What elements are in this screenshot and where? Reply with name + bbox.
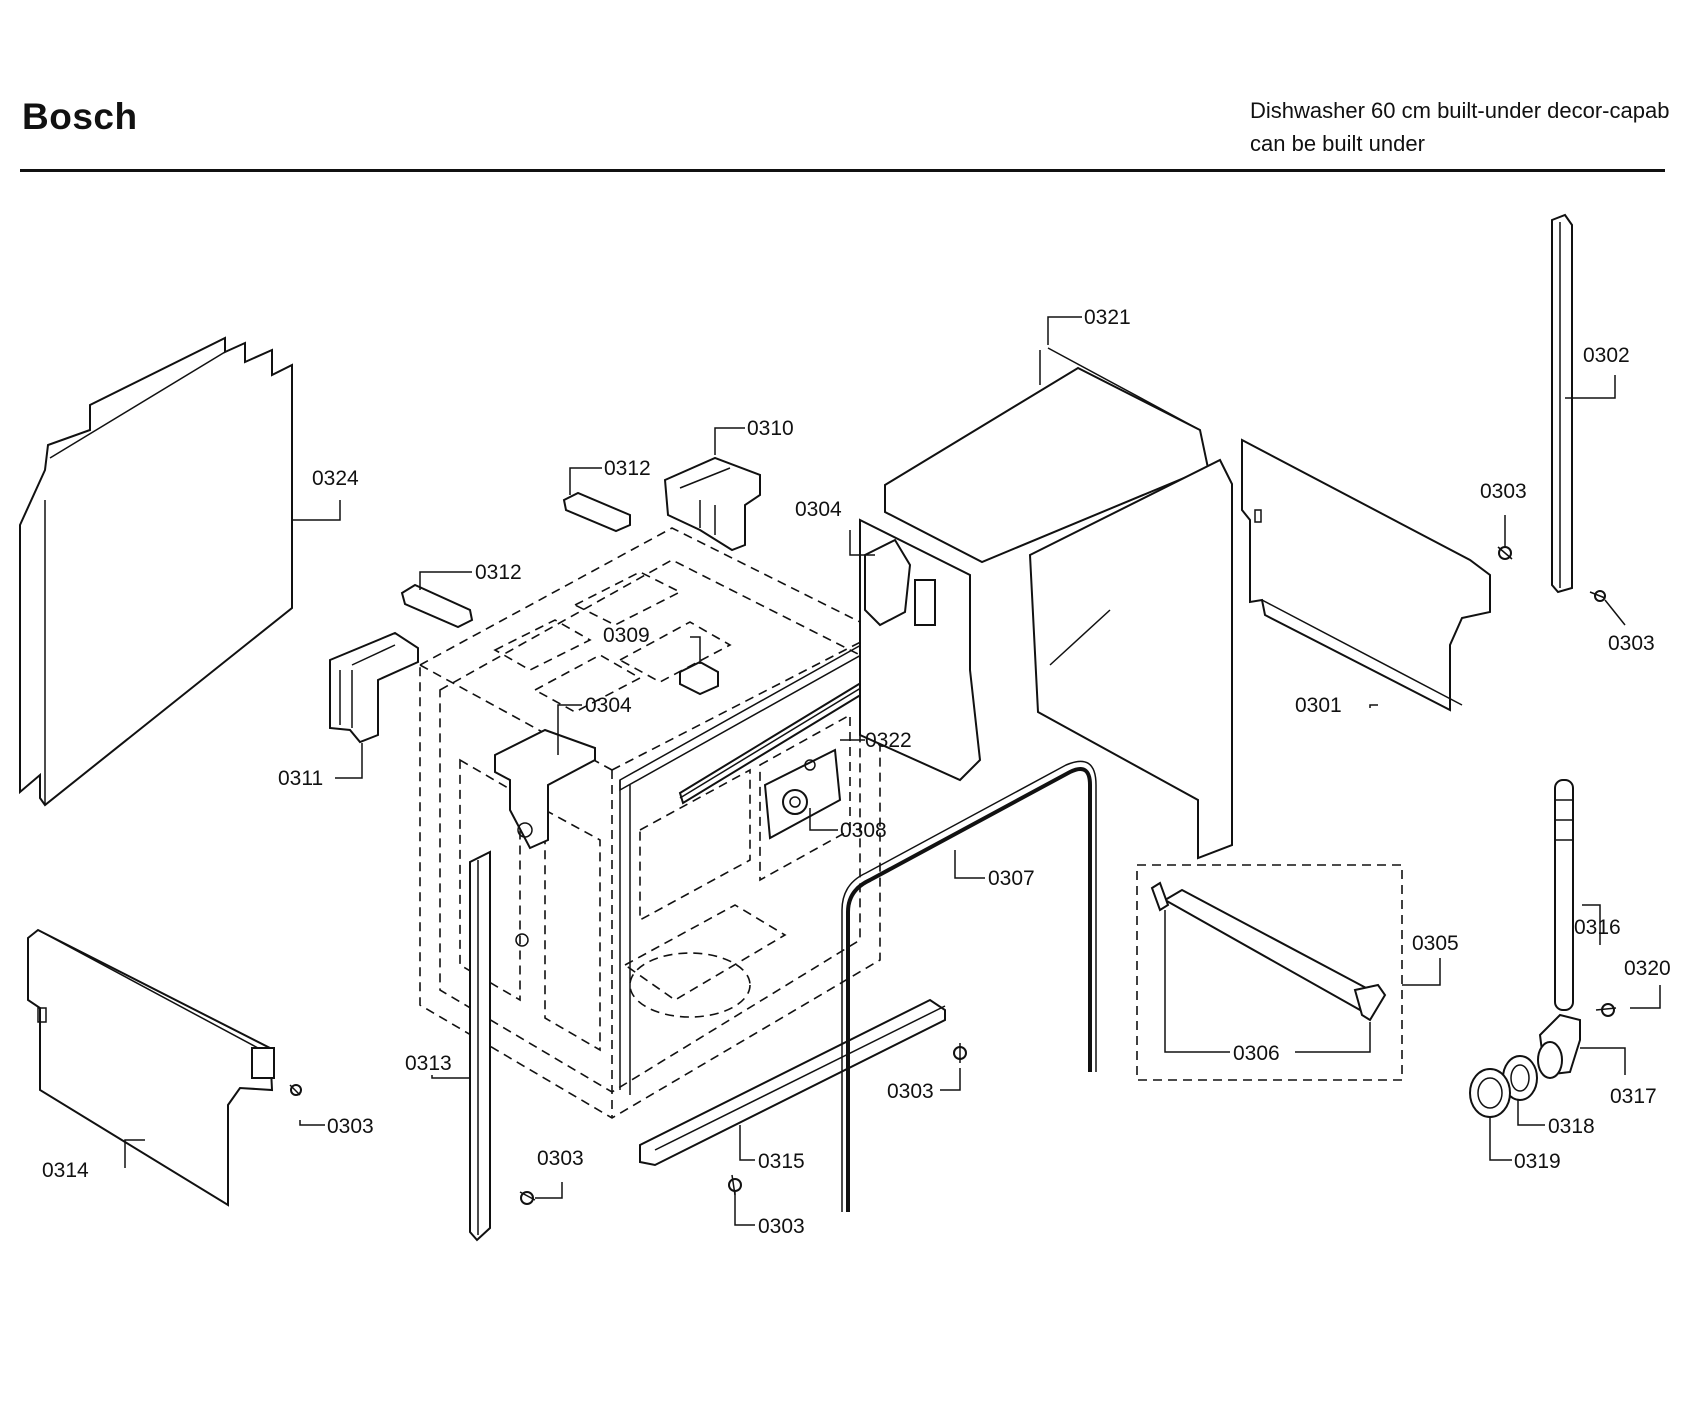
label-0308: 0308 bbox=[840, 819, 887, 842]
part-0311-connector bbox=[329, 631, 419, 744]
label-0302: 0302 bbox=[1583, 344, 1630, 367]
screw-0303-c bbox=[953, 1043, 967, 1063]
part-0304-bracket-rear bbox=[859, 518, 982, 782]
part-0324-side-panel bbox=[19, 336, 293, 807]
label-0307: 0307 bbox=[988, 867, 1035, 890]
label-0303-a: 0303 bbox=[1480, 480, 1527, 503]
label-0321: 0321 bbox=[1084, 306, 1131, 329]
label-0303-d: 0303 bbox=[537, 1147, 584, 1170]
screw-0320 bbox=[1595, 1003, 1617, 1017]
label-0303-c: 0303 bbox=[887, 1080, 934, 1103]
screw-0303-a bbox=[1497, 546, 1513, 560]
screw-0303-d bbox=[519, 1191, 536, 1205]
label-0320: 0320 bbox=[1624, 957, 1671, 980]
part-0304-bracket-front bbox=[494, 728, 596, 947]
part-0314-lower-panel bbox=[27, 928, 275, 1207]
label-0322: 0322 bbox=[865, 729, 912, 752]
part-0316-hose bbox=[1554, 779, 1574, 1011]
part-0306-bar bbox=[1150, 881, 1387, 1022]
part-0312-clip-upper bbox=[562, 491, 631, 533]
label-0303-g: 0303 bbox=[758, 1215, 805, 1238]
header-divider bbox=[20, 169, 1665, 172]
part-0308-plate bbox=[763, 748, 842, 840]
label-0305: 0305 bbox=[1412, 932, 1459, 955]
part-0319-cap bbox=[1469, 1068, 1511, 1118]
label-0303-b: 0303 bbox=[1608, 632, 1655, 655]
label-0324: 0324 bbox=[312, 467, 359, 490]
label-0306: 0306 bbox=[1233, 1042, 1280, 1065]
label-0312-upper: 0312 bbox=[604, 457, 651, 480]
screw-0303-f bbox=[289, 1084, 302, 1096]
screw-0303-b bbox=[1589, 590, 1606, 602]
label-0311: 0311 bbox=[278, 767, 323, 790]
part-0318-ring bbox=[1502, 1055, 1538, 1101]
label-0318: 0318 bbox=[1548, 1115, 1595, 1138]
label-0317: 0317 bbox=[1610, 1085, 1657, 1108]
model-description: Dishwasher 60 cm built-under decor-capab bbox=[1250, 98, 1670, 123]
part-labels: 0321 0302 0310 0312 0324 0303 0304 0312 … bbox=[42, 306, 1671, 1238]
label-0316: 0316 bbox=[1574, 916, 1621, 939]
label-0312-lower: 0312 bbox=[475, 561, 522, 584]
label-0319: 0319 bbox=[1514, 1150, 1561, 1173]
part-0313-strip bbox=[469, 850, 491, 1242]
part-0317-elbow bbox=[1537, 1013, 1581, 1079]
brand-title: Bosch bbox=[22, 96, 138, 137]
part-0302-trim bbox=[1551, 213, 1573, 594]
part-0307-seal bbox=[841, 760, 1097, 1212]
part-0309-hinge bbox=[679, 660, 719, 696]
label-0310: 0310 bbox=[747, 417, 794, 440]
part-0321-top-cover bbox=[884, 347, 1233, 860]
label-0309: 0309 bbox=[603, 624, 650, 647]
part-0310-connector bbox=[663, 456, 761, 552]
label-0313: 0313 bbox=[405, 1052, 452, 1075]
label-0301: 0301 bbox=[1295, 694, 1342, 717]
screw-0303-e bbox=[728, 1174, 742, 1196]
part-tub-assembly bbox=[419, 527, 881, 1119]
label-0304-front: 0304 bbox=[585, 694, 632, 717]
model-description-line2: can be built under bbox=[1250, 131, 1425, 156]
label-0315: 0315 bbox=[758, 1150, 805, 1173]
part-0312-clip-lower bbox=[400, 583, 474, 629]
leader-lines bbox=[124, 316, 1661, 1226]
label-0303-f: 0303 bbox=[327, 1115, 374, 1138]
part-0301-rear-panel bbox=[1241, 438, 1491, 712]
label-0314: 0314 bbox=[42, 1159, 89, 1182]
part-0315-bottom-rail bbox=[639, 998, 946, 1167]
label-0304-rear: 0304 bbox=[795, 498, 842, 521]
